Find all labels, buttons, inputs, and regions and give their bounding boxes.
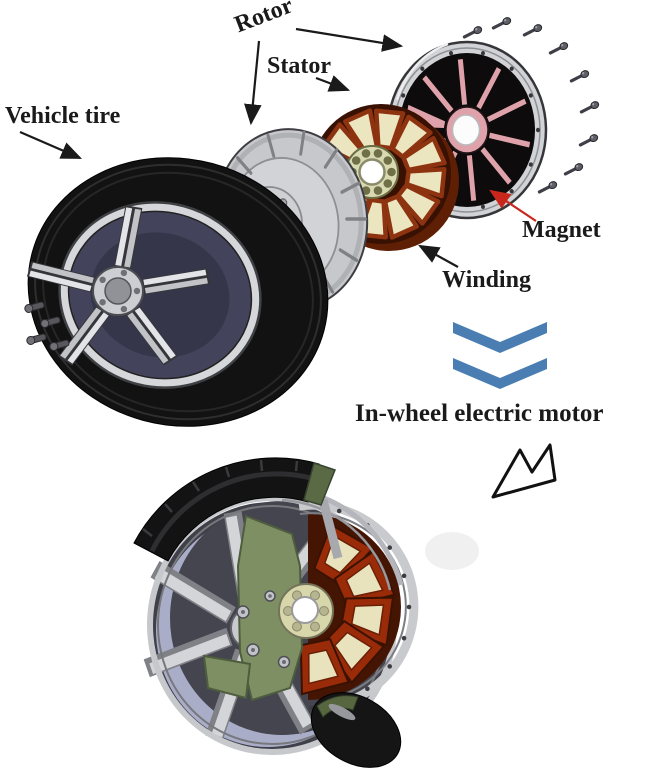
vehicle-tire-arrow [19,130,83,160]
label-magnet: Magnet [522,217,601,243]
tire-hub-bolts [99,269,141,313]
label-stator: Stator [267,53,331,79]
cut-tire-chunk [310,692,402,768]
label-vehicle-tire: Vehicle tire [5,103,121,129]
double-chevron-down-icon [453,322,547,389]
rotor-arrow-to-disc [295,27,404,52]
stator-arrow [315,75,351,92]
lug-bolts [24,301,70,351]
cut-tire-arc [133,457,336,562]
leader-arrows [19,27,459,268]
rotor-arrow-to-hub [244,40,262,126]
winding-arrow [418,244,459,268]
plate-bolts [236,590,291,669]
soft-shadow [425,532,479,570]
vehicle-tire-illustration [0,157,329,427]
assembled-wheel-illustration [133,457,479,768]
tread-ticks [142,459,299,537]
tire-cut-face [303,462,336,506]
outline-arrow-down-left-icon [491,443,557,499]
magnet-arrow [489,189,537,222]
label-winding: Winding [442,267,531,293]
caption-in-wheel-electric-motor: In-wheel electric motor [355,400,604,427]
